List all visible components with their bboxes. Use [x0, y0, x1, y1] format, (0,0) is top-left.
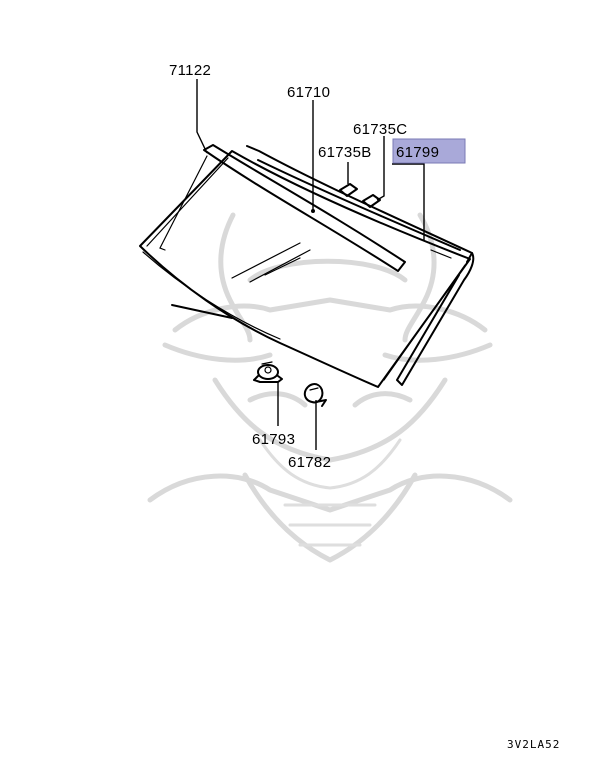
diagram-reference-code: 3V2LA52 — [507, 738, 560, 751]
windshield-glass — [139, 150, 471, 388]
fastener-61793-icon — [253, 361, 283, 383]
part-label-61782[interactable]: 61782 — [288, 454, 331, 471]
leader-71122 — [196, 79, 208, 154]
part-label-61710[interactable]: 61710 — [287, 84, 330, 101]
leader-61799 — [392, 163, 425, 240]
fastener-61782-icon — [303, 383, 327, 407]
side-strip — [171, 304, 233, 319]
leader-dot-61710 — [311, 209, 315, 213]
part-label-71122[interactable]: 71122 — [169, 62, 211, 79]
part-label-61793[interactable]: 61793 — [252, 431, 295, 448]
clip-61735c-icon — [362, 194, 381, 208]
windshield-molding — [246, 145, 475, 386]
part-61799-highlight[interactable] — [392, 138, 466, 164]
samurai-helmet-watermark-icon — [147, 212, 513, 563]
upper-molding-strip — [159, 144, 406, 272]
leader-61735c — [376, 136, 385, 201]
part-label-61735c[interactable]: 61735C — [353, 121, 407, 138]
part-label-61799[interactable]: 61799 — [396, 144, 439, 161]
clip-61735b-icon — [339, 183, 358, 197]
part-label-61735b[interactable]: 61735B — [318, 144, 372, 161]
